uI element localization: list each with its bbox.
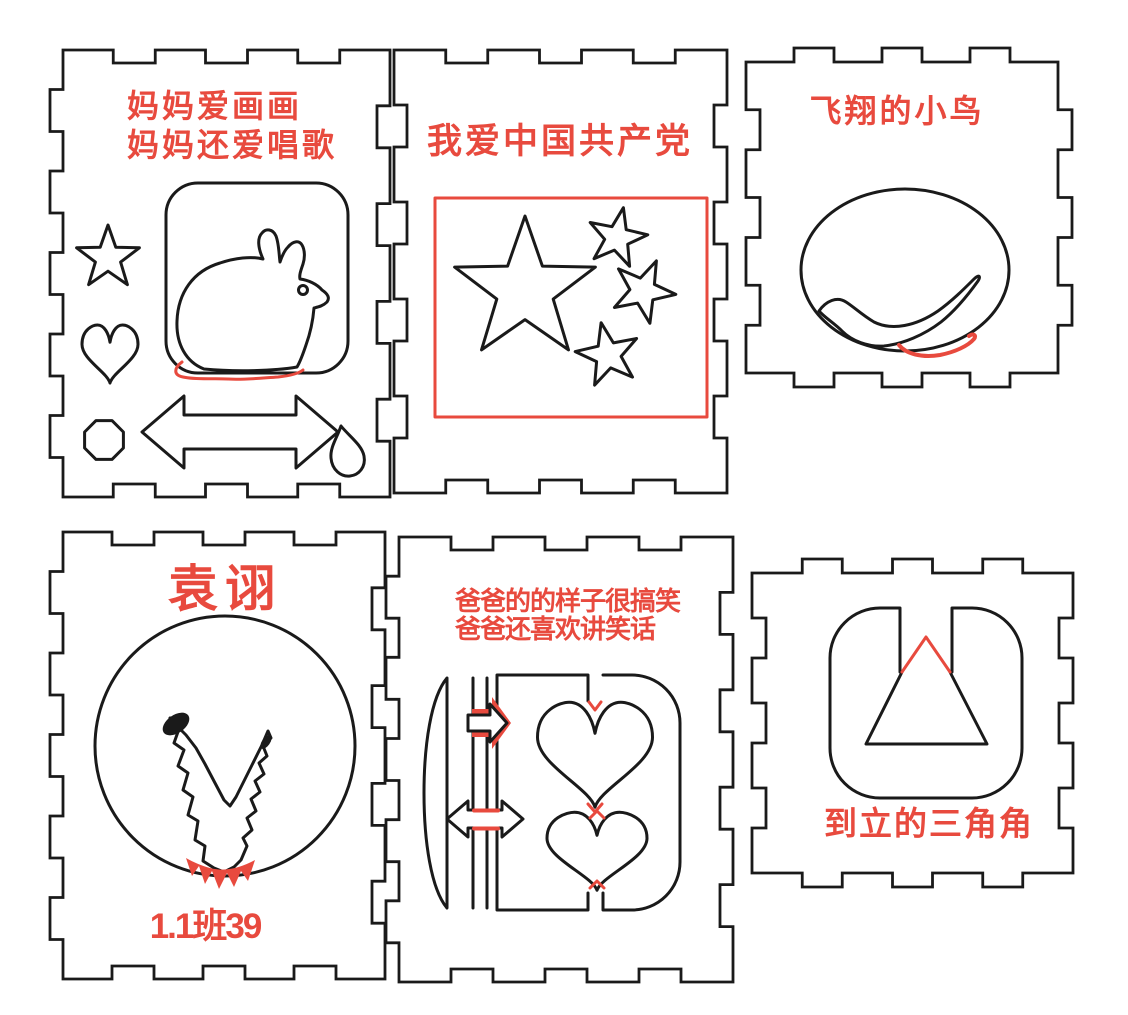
panel-border [750,557,1075,889]
eagle-wingtip-blob [162,712,190,736]
right-arrow-icon [466,702,509,744]
panel-border [48,48,392,499]
notched-square-frame [828,606,1024,800]
panel-title: 飞翔的小鸟 [809,93,984,129]
red-shaft-marks [472,808,500,831]
panel-party: 我爱中国共产党 [392,48,729,495]
small-star-icon [612,259,678,325]
eagle-silhouette [168,716,273,874]
red-joint-ticks [586,700,606,890]
big-star-icon [453,214,597,352]
panel-border [384,535,735,984]
double-arrow-icon [140,394,340,470]
panel-title-line2: 妈妈还爱唱歌 [127,127,337,163]
heart-icon-small [547,812,647,890]
red-apex [900,635,952,674]
panel-border [48,530,387,981]
red-belly-stroke [897,332,978,358]
droplet-icon [329,424,366,478]
triangle-outline [864,670,989,746]
rabbit-eye [297,284,309,296]
slotted-frame [495,673,682,912]
panel-caption: 1.1班39 [150,907,262,946]
rabbit-outline [175,228,330,373]
panel-border [744,46,1074,389]
rounded-square-frame [164,181,350,375]
heart-icon-large [538,702,653,807]
panel-title: 我爱中国共产党 [427,122,693,161]
panel-eagle: 袁诩 1.1班39 [48,530,387,981]
panel-title-line1: 爸爸的的样子很搞笑 [454,586,681,616]
flying-bird-outline [817,274,981,348]
panel-title: 袁诩 [168,561,282,617]
red-flag-frame [433,196,709,419]
red-fringe [186,858,255,889]
panel-border [392,48,729,495]
lens-slider [422,676,449,910]
panel-mom: 妈妈爱画画 妈妈还爱唱歌 [48,48,392,499]
panel-dad: 爸爸的的样子很搞笑 爸爸还喜欢讲笑话 [384,535,735,984]
star-icon [75,223,141,287]
double-arrow-icon [445,799,525,839]
panel-triangle: 到立的三角角 [750,557,1075,889]
panel-title-line1: 妈妈爱画画 [127,88,302,124]
heart-icon [82,325,138,383]
red-ground-squiggle [174,360,305,381]
small-star-icon [573,321,639,387]
panel-caption: 到立的三角角 [824,805,1034,842]
panel-title-line2: 爸爸还喜欢讲笑话 [454,614,656,644]
octagon-icon [83,419,125,461]
panel-bird: 飞翔的小鸟 [744,46,1074,389]
eagle-wingtip-mark [260,735,272,749]
small-star-icon [588,206,650,268]
